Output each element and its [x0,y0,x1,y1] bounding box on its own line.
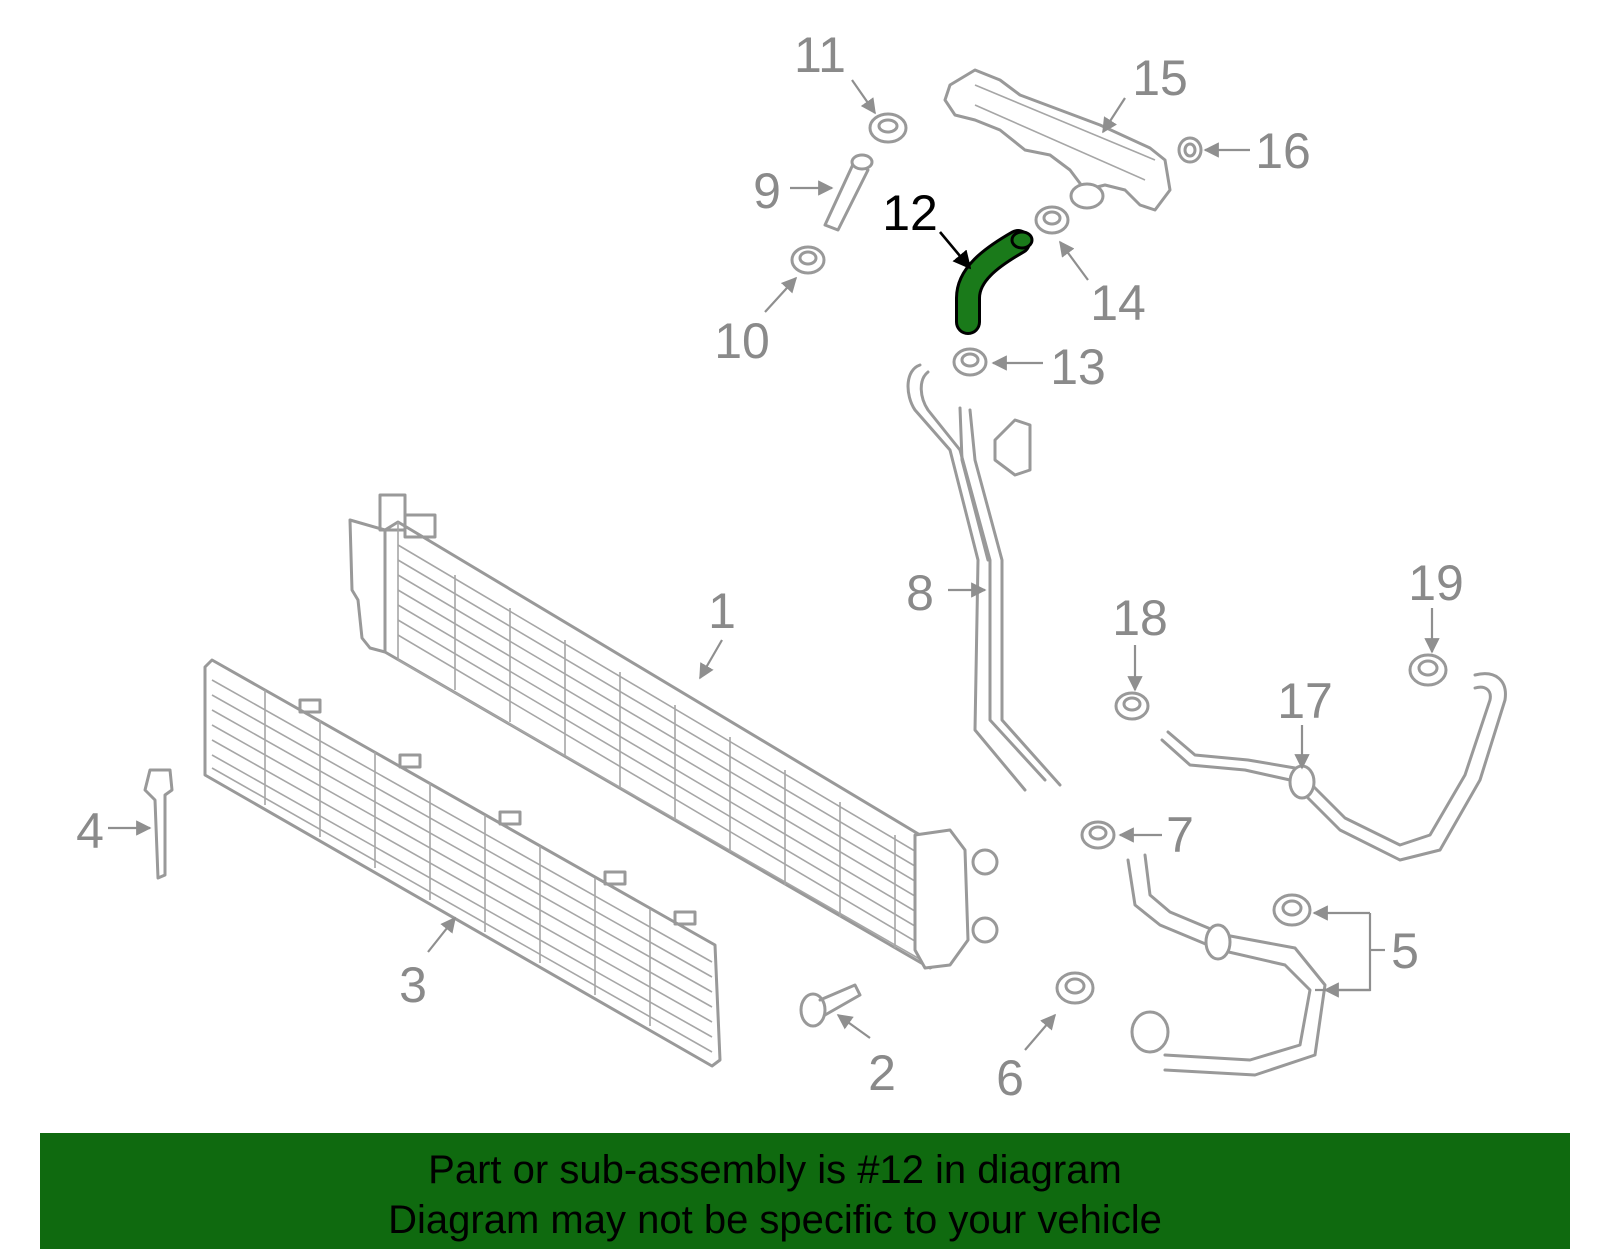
callout-3: 3 [399,957,427,1013]
callout-2: 2 [868,1045,896,1101]
grille-part-3 [203,658,722,1068]
clamp-part-6 [1055,971,1095,1005]
callout-5: 5 [1391,923,1419,979]
coolant-pipe-part-15 [943,68,1172,212]
callout-9: 9 [753,163,781,219]
banner-line-1: Part or sub-assembly is #12 in diagram [428,1148,1122,1192]
callout-11: 11 [794,27,846,83]
radiator-part-1 [348,493,999,970]
banner-line-2: Diagram may not be specific to your vehi… [388,1198,1162,1242]
callout-13: 13 [1050,339,1106,395]
callout-10: 10 [714,313,770,369]
hose-part-9 [823,153,874,232]
callout-17: 17 [1277,673,1333,729]
callout-4: 4 [76,803,104,859]
callout-6: 6 [996,1050,1024,1106]
clamp-part-18 [1114,691,1150,721]
pipe-part-8 [906,363,1062,792]
hose-part-5 [1126,853,1327,1077]
callout-7: 7 [1166,807,1194,863]
callout-16: 16 [1255,123,1311,179]
clamp-part-7 [1080,820,1116,850]
callout-8: 8 [906,565,934,621]
o-ring-part-16 [1177,136,1203,164]
callout-1: 1 [708,583,736,639]
bolt-part-2 [799,983,862,1028]
clamp-part-10 [790,245,826,275]
clamp-part-19 [1408,653,1448,687]
callout-labels: 1 2 3 4 5 6 7 8 9 10 11 12 13 14 15 16 1… [76,27,1464,1106]
clamp-part-5 [1272,893,1312,927]
clamp-part-13 [952,347,988,377]
callout-18: 18 [1112,590,1168,646]
hose-part-12-highlighted [955,229,1034,335]
info-banner: Part or sub-assembly is #12 in diagram D… [40,1133,1570,1249]
callout-12: 12 [882,185,938,241]
callout-19: 19 [1408,555,1464,611]
bracket-part-4 [143,768,174,880]
hose-part-17 [1160,672,1507,862]
clamp-part-11 [868,112,908,144]
callout-14: 14 [1090,275,1146,331]
leader-lines [108,79,1440,1051]
clamp-part-14 [1034,205,1070,235]
callout-15: 15 [1132,50,1188,106]
